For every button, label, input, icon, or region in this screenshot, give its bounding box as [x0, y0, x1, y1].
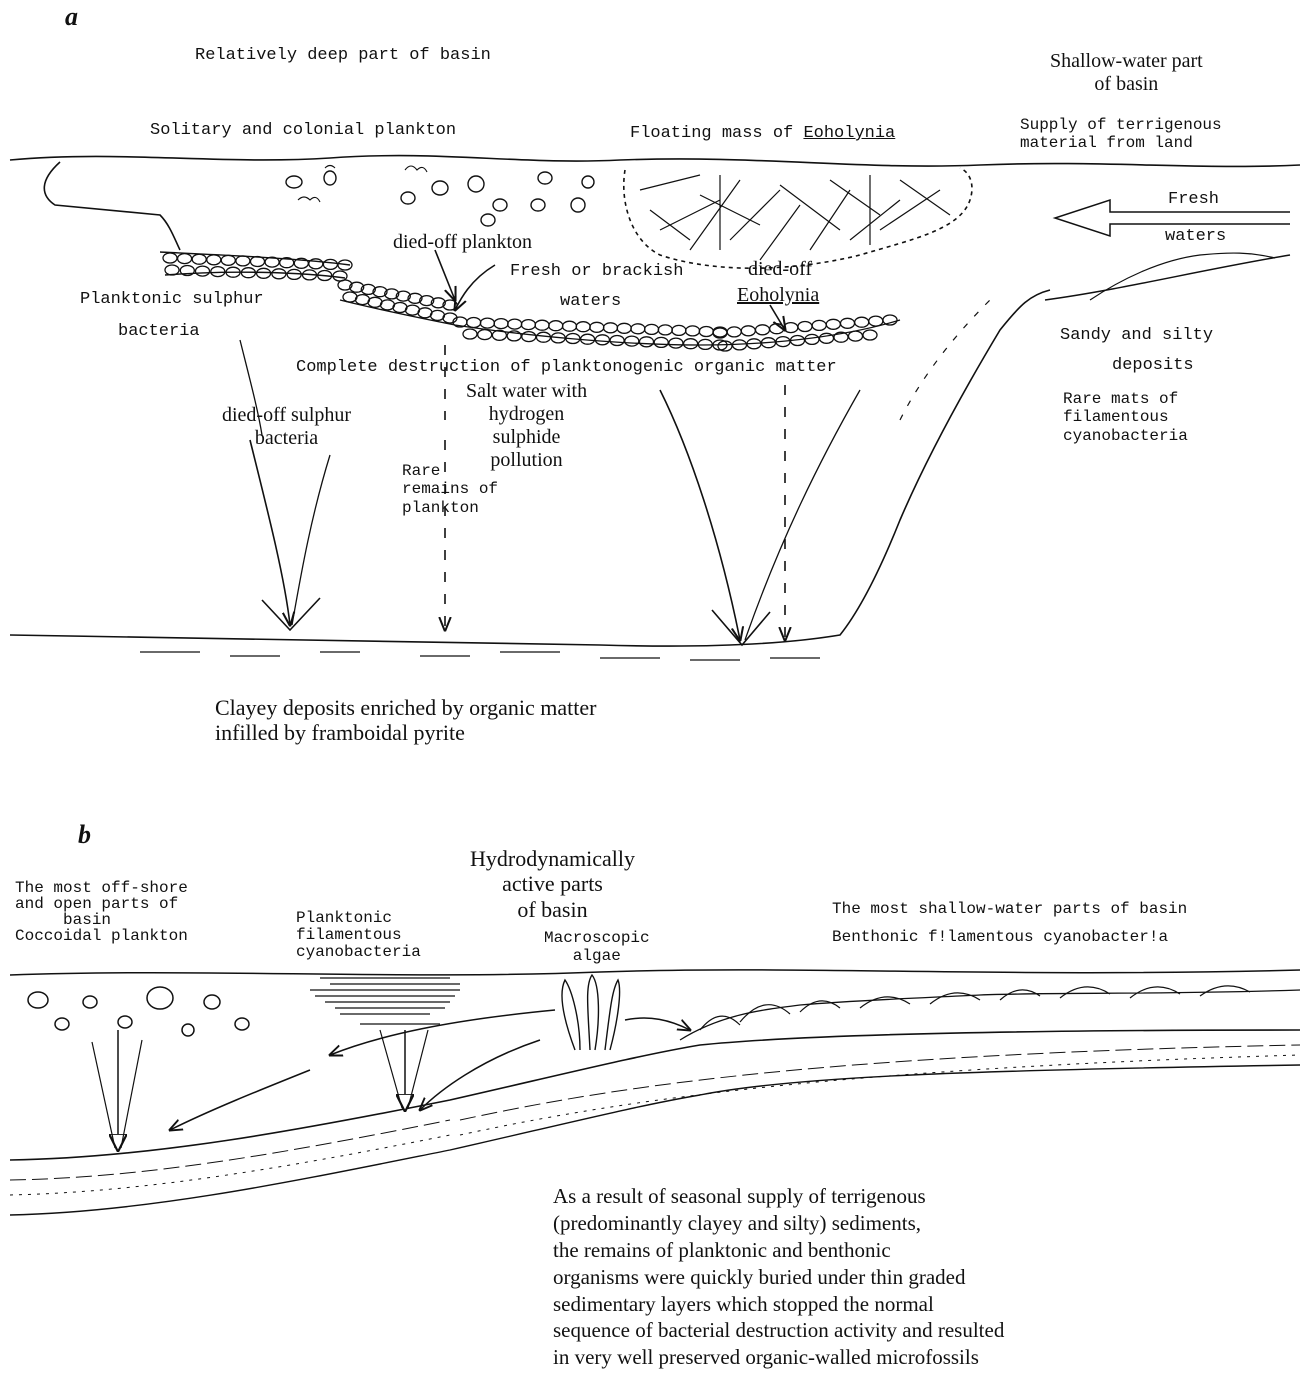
died-sulphur-label: died-off sulphur bacteria — [222, 404, 351, 450]
sulphur-bacteria-label-2: bacteria — [118, 322, 200, 342]
benthonic-label: Benthonic f!lamentous cyanobacter!a — [832, 928, 1168, 946]
floating-mass-genus: Eoholynia — [803, 124, 895, 143]
died-plankton-label: died-off plankton — [393, 231, 532, 254]
fresh-brackish-label: Fresh or brackish — [510, 262, 683, 282]
plankton-label: Solitary and colonial plankton — [150, 121, 456, 141]
water-surface-a — [10, 156, 1300, 167]
macroscopic-algae-label: Macroscopic algae — [544, 930, 650, 965]
offshore-label: The most off-shore and open parts of bas… — [15, 880, 188, 944]
panel-a-letter: a — [65, 2, 78, 32]
died-off-label: died-off — [748, 258, 812, 281]
fresh-brackish-waters-label: waters — [560, 292, 621, 312]
sandy-label-2: deposits — [1112, 356, 1194, 376]
water-surface-b — [10, 970, 1300, 975]
plankton-cells — [286, 166, 594, 227]
waters-label: waters — [1165, 227, 1226, 247]
fresh-label: Fresh — [1168, 190, 1219, 210]
basin-left-margin — [44, 162, 180, 250]
floating-mass-prefix: Floating mass of — [630, 124, 803, 143]
clayey-deposits-label: Clayey deposits enriched by organic matt… — [215, 695, 596, 746]
hydrodynamic-label: Hydrodynamically active parts of basin — [470, 846, 635, 922]
floating-mass-label: Floating mass of Eoholynia — [630, 124, 895, 144]
salt-water-label: Salt water with hydrogen sulphide pollut… — [466, 380, 587, 472]
sandy-label-1: Sandy and silty — [1060, 326, 1213, 346]
complete-destruction-label: Complete destruction of planktonogenic o… — [296, 358, 837, 378]
result-text: As a result of seasonal supply of terrig… — [553, 1183, 1004, 1371]
rare-mats-label: Rare mats of filamentous cyanobacteria — [1063, 390, 1188, 445]
shallow-basin-label: Shallow-water part of basin — [1050, 50, 1203, 96]
planktonic-filaments — [310, 978, 460, 1024]
sulphur-bacteria-label-1: Planktonic sulphur — [80, 290, 264, 310]
coccoidal-plankton — [28, 987, 249, 1036]
eoholynia-mass-outline — [624, 168, 972, 268]
shallow-water-b-label: The most shallow-water parts of basin — [832, 900, 1187, 918]
eoholynia-label: Eoholynia — [737, 284, 819, 307]
sulphur-down-arrow — [250, 440, 290, 625]
planktonic-filamentous-label: Planktonic filamentous cyanobacteria — [296, 910, 421, 960]
deep-basin-label: Relatively deep part of basin — [195, 46, 491, 66]
basin-floor-b — [10, 1030, 1300, 1160]
terrigenous-label: Supply of terrigenous material from land — [1020, 116, 1222, 153]
rare-remains-label: Rare remains of plankton — [402, 462, 498, 517]
panel-b-letter: b — [78, 820, 91, 850]
panel-b-drawing — [10, 970, 1300, 1215]
macroscopic-algae — [562, 975, 620, 1050]
